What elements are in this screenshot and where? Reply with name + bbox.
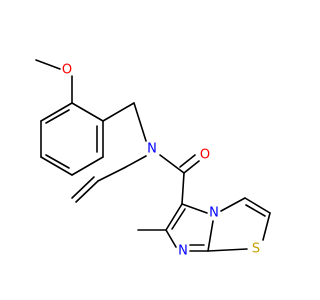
atom-s-thiazole: S (252, 242, 260, 257)
bond-carbonyl-double-b (179, 154, 196, 168)
atom-o-methoxy: O (62, 63, 72, 78)
atom-n-imidazole: N (178, 244, 188, 259)
bond-c6-c5 (165, 203, 183, 231)
bond-ch2-n (133, 102, 147, 142)
bond-n1-c6 (165, 229, 177, 248)
atom-o-carbonyl: O (200, 148, 210, 163)
bond-methyl-o (35, 59, 61, 70)
bond-benzene-3 (71, 156, 104, 176)
bond-allyl-double-b (71, 176, 95, 199)
bond-benzene-inner-2 (45, 154, 70, 169)
atom-n-amide: N (147, 142, 157, 157)
molecule-diagram: O N O N N S (35, 59, 271, 259)
bond-s-c7a (207, 248, 248, 252)
bond-n-carbonyl (159, 154, 185, 174)
structure-svg: O N O N N S (35, 59, 271, 259)
bond-c5-n4 (181, 203, 208, 214)
bond-c3-c2 (244, 197, 271, 214)
bond-aryl-ch2 (102, 102, 135, 122)
bond-carbonyl-c5 (181, 172, 185, 205)
bond-n-allyl (123, 155, 147, 169)
bond-c3-c2-inner (245, 204, 266, 217)
bond-carbonyl-double-a (183, 160, 200, 174)
bond-benzene-6 (40, 102, 73, 122)
bond-n4-c3 (220, 197, 246, 212)
bond-benzene-1 (71, 102, 104, 122)
bond-n4-c7a (207, 220, 214, 252)
bond-benzene-inner-3 (45, 109, 70, 124)
bond-allyl-double-a (75, 180, 99, 203)
bond-allyl-1 (97, 167, 125, 182)
bond-c6-c5-double (171, 208, 186, 230)
bond-c2-s (262, 212, 271, 241)
atom-n-bridgehead: N (209, 206, 219, 221)
bond-benzene-4 (40, 156, 73, 176)
